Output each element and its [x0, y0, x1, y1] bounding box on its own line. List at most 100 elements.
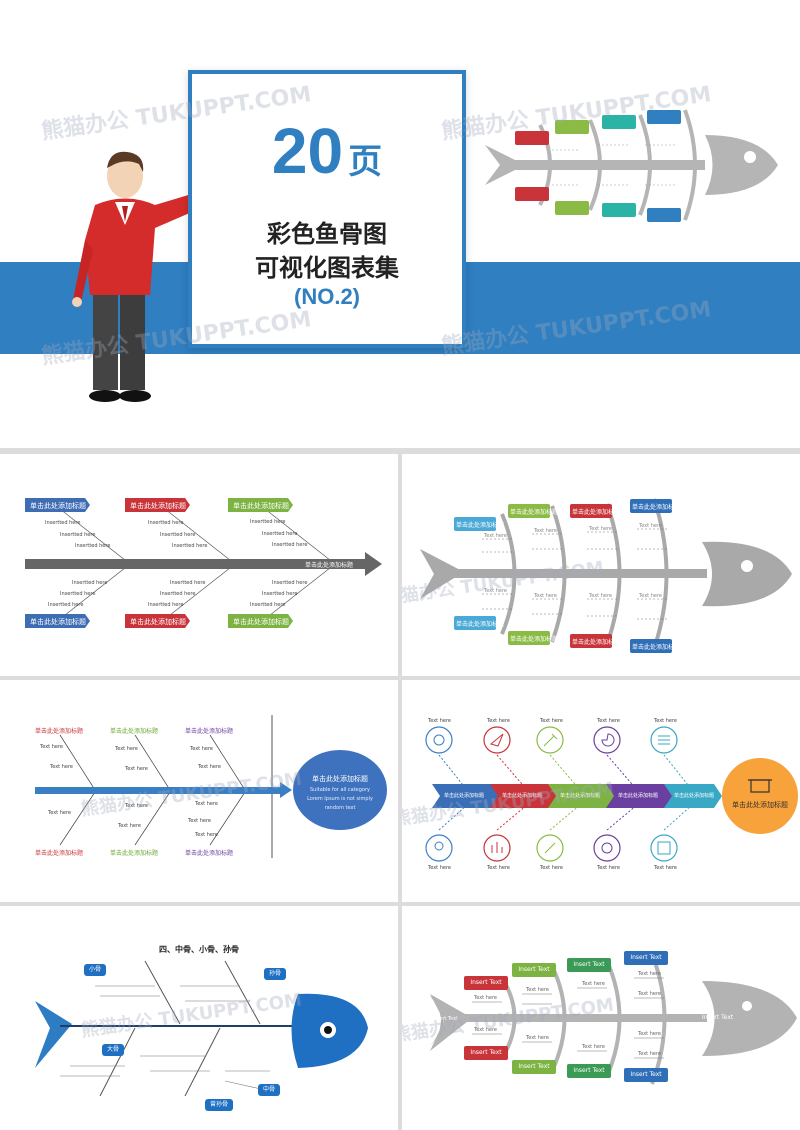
item-text: Text here [582, 981, 605, 987]
item-text: Insertted here [262, 531, 297, 537]
icon-caption: Text here [428, 718, 451, 724]
label-8: 单击此处添加标题 [632, 642, 680, 651]
item-text: Insertted here [148, 602, 183, 608]
slide-arrow-fishbone[interactable]: 单击此处添加标题 单击此处添加标题 单击此处添加标题 单击此处添加标题 单击此处… [0, 454, 398, 676]
slide-insert-fish[interactable]: Insert Text Insert Text Insert Text Inse… [402, 906, 800, 1130]
item-text: Insertted here [45, 520, 80, 526]
item-text: Text here [582, 1044, 605, 1050]
label-2: 单击此处添加标题 [510, 507, 558, 516]
item-text: Text here [40, 744, 63, 750]
item-text: Text here [50, 764, 73, 770]
insert-tag-3: Insert Text [567, 958, 611, 972]
arrow-label-4: 单击此处添加标题 [618, 792, 658, 799]
top-label-3: 单击此处添加标题 [233, 501, 289, 511]
circle-line1: Suitable for all category [293, 787, 387, 793]
icon-caption: Text here [487, 718, 510, 724]
icon-caption: Text here [597, 865, 620, 871]
icon-caption: Text here [654, 718, 677, 724]
item-text: Insertted here [250, 602, 285, 608]
sub-bone-tag: 曾孙骨 [205, 1099, 233, 1111]
insert-tag-1: Insert Text [464, 976, 508, 990]
item-text: Insertted here [48, 602, 83, 608]
icon-caption: Text here [597, 718, 620, 724]
bottom-label-3: 单击此处添加标题 [185, 848, 233, 857]
mid-bone-tag: 中骨 [258, 1084, 280, 1096]
head-label: 单击此处添加标题 [722, 800, 798, 810]
item-text: Text here [198, 764, 221, 770]
item-text: Text here [48, 810, 71, 816]
slide-gray-fish[interactable]: 单击此处添加标题 单击此处添加标题 单击此处添加标题 单击此处添加标题 单击此处… [402, 454, 800, 676]
icon-caption: Text here [654, 865, 677, 871]
item-text: Insertted here [60, 591, 95, 597]
page-count: 20 [272, 115, 343, 187]
label-7: 单击此处添加标题 [572, 637, 620, 646]
small-bone-tag: 小骨 [84, 964, 106, 976]
item-text: Text here [589, 526, 612, 532]
item-text: Text here [125, 766, 148, 772]
insert-tag-8: Insert Text [624, 1068, 668, 1082]
cover-slide[interactable]: 20 页 彩色鱼骨图 可视化图表集 (NO.2) 熊猫办公 TUKUPPT.CO… [0, 0, 800, 448]
item-text: Insertted here [272, 580, 307, 586]
item-text: Text here [639, 523, 662, 529]
item-text: Text here [118, 823, 141, 829]
item-text: Insertted here [75, 543, 110, 549]
item-text: Text here [526, 1035, 549, 1041]
item-text: Text here [534, 593, 557, 599]
item-text: Text here [534, 528, 557, 534]
head-text: Insert Text [702, 1014, 733, 1021]
item-text: Text here [589, 593, 612, 599]
top-label-2: 单击此处添加标题 [110, 726, 158, 735]
item-text: Text here [190, 746, 213, 752]
page-unit: 页 [348, 142, 382, 182]
item-text: Insertted here [172, 543, 207, 549]
icon-caption: Text here [540, 718, 563, 724]
insert-tag-4: Insert Text [624, 951, 668, 965]
icon-caption: Text here [428, 865, 451, 871]
cover-title-line2: 可视化图表集 [192, 248, 462, 283]
grand-bone-tag: 孙骨 [264, 968, 286, 980]
label-6: 单击此处添加标题 [510, 634, 558, 643]
big-bone-tag: 大骨 [102, 1044, 124, 1056]
item-text: Insertted here [160, 532, 195, 538]
item-text: Text here [474, 995, 497, 1001]
cover-title-line1: 彩色鱼骨图 [192, 214, 462, 249]
insert-tag-2: Insert Text [512, 963, 556, 977]
slide-blue-fish[interactable]: 四、中骨、小骨、孙骨 小骨 孙骨 大骨 中骨 曾孙骨 熊猫办公 TUKUPPT.… [0, 906, 398, 1130]
item-text: Insertted here [272, 542, 307, 548]
item-text: Text here [195, 832, 218, 838]
bottom-label-1: 单击此处添加标题 [30, 617, 86, 627]
insert-tag-7: Insert Text [567, 1064, 611, 1078]
item-text: Insertted here [262, 591, 297, 597]
top-label-3: 单击此处添加标题 [185, 726, 233, 735]
circle-line3: random text [293, 805, 387, 811]
item-text: Insertted here [250, 519, 285, 525]
cover-subtitle: (NO.2) [192, 284, 462, 310]
circle-title: 单击此处添加标题 [293, 774, 387, 784]
icon-caption: Text here [540, 865, 563, 871]
bottom-label-2: 单击此处添加标题 [110, 848, 158, 857]
label-3: 单击此处添加标题 [572, 507, 620, 516]
arrow-head-label: 单击此处添加标题 [305, 560, 353, 569]
circle-line2: Lorem Ipsum is not simply [293, 796, 387, 802]
item-text: Text here [638, 971, 661, 977]
item-text: Text here [484, 533, 507, 539]
item-text: Text here [188, 818, 211, 824]
insert-tag-5: Insert Text [464, 1046, 508, 1060]
item-text: Text here [115, 746, 138, 752]
bottom-label-1: 单击此处添加标题 [35, 848, 83, 857]
item-text: Insertted here [72, 580, 107, 586]
item-text: Insertted here [148, 520, 183, 526]
item-text: Insertted here [160, 591, 195, 597]
item-text: Insertted here [60, 532, 95, 538]
bottom-label-2: 单击此处添加标题 [130, 617, 186, 627]
slide-icon-arrows[interactable]: Text here Text here Text here Text here … [402, 680, 800, 902]
item-text: Text here [638, 991, 661, 997]
top-label-1: 单击此处添加标题 [35, 726, 83, 735]
insert-tag-6: Insert Text [512, 1060, 556, 1074]
bottom-label-3: 单击此处添加标题 [233, 617, 289, 627]
item-text: Text here [526, 987, 549, 993]
slide-blue-arrow[interactable]: 单击此处添加标题 单击此处添加标题 单击此处添加标题 单击此处添加标题 单击此处… [0, 680, 398, 902]
icon-caption: Text here [487, 865, 510, 871]
label-4: 单击此处添加标题 [632, 502, 680, 511]
item-text: Text here [639, 593, 662, 599]
